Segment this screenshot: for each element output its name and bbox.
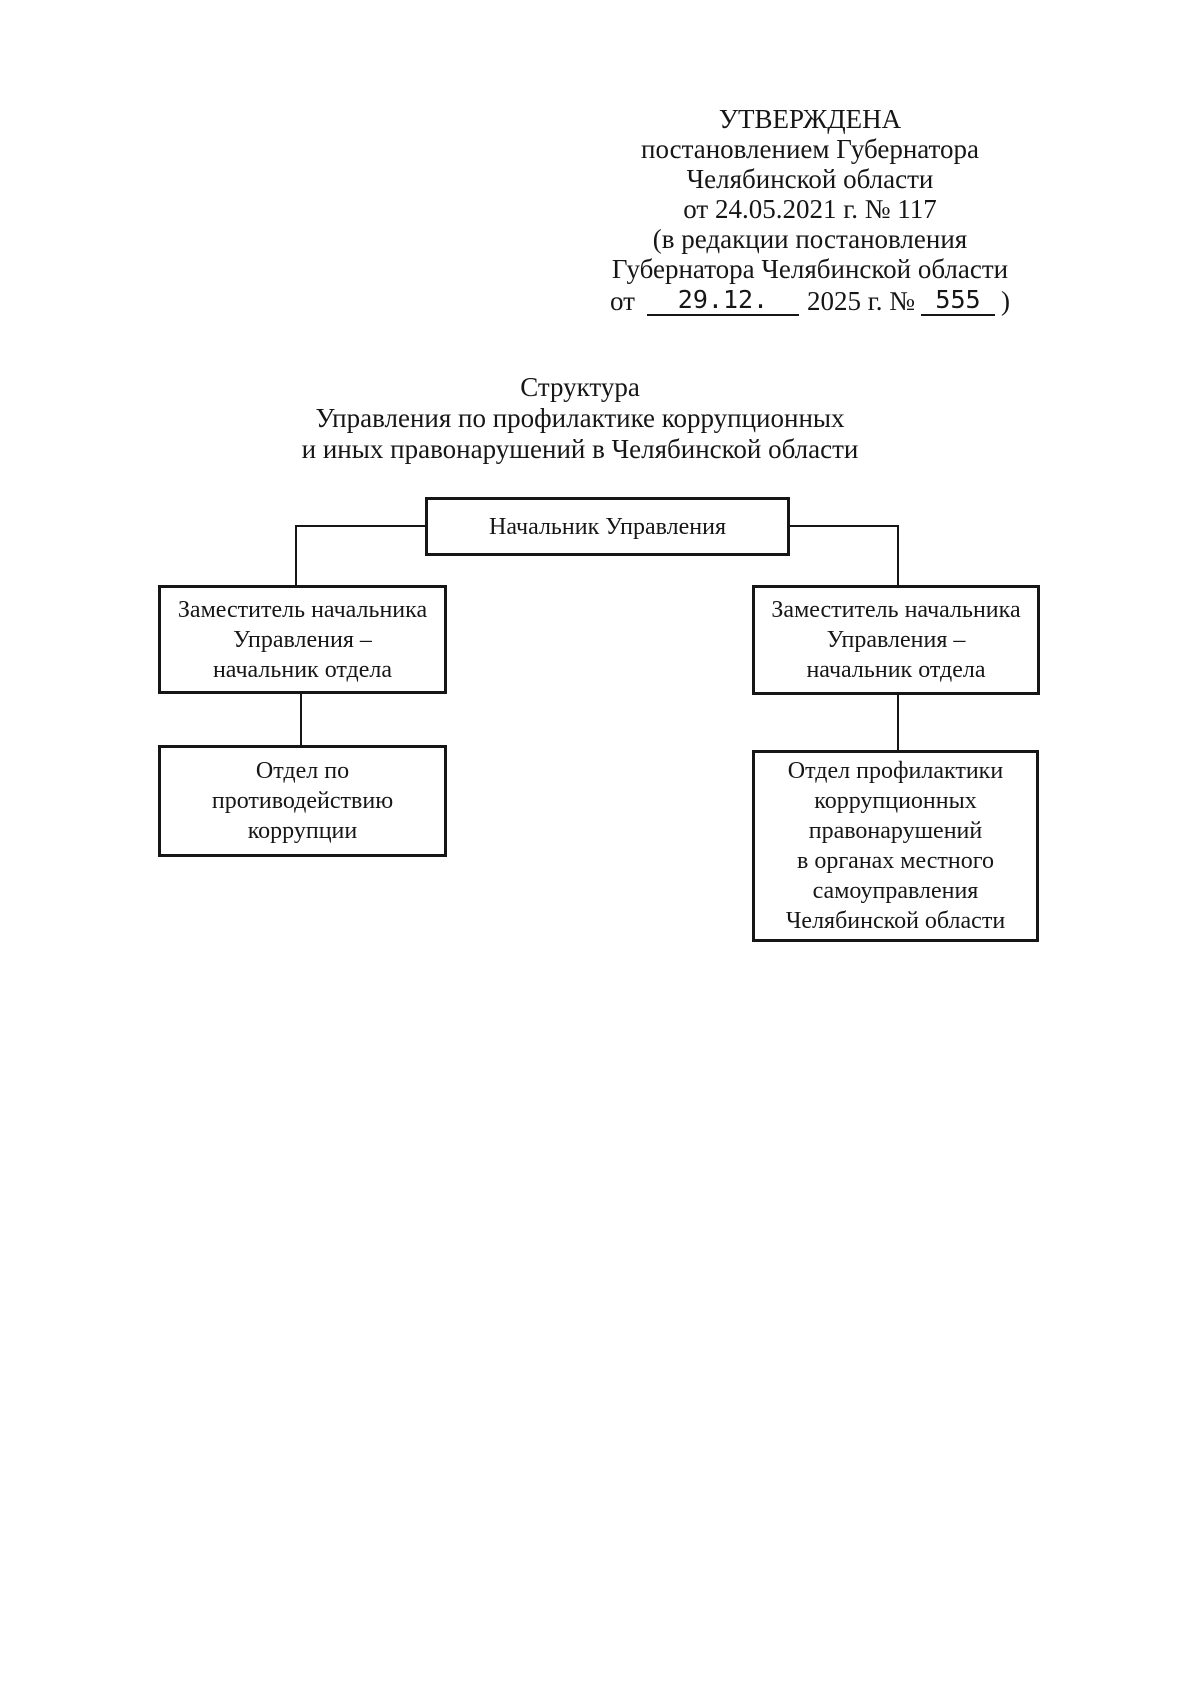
connector-right-deputy-to-dept — [897, 694, 899, 750]
document-title: Структура Управления по профилактике кор… — [240, 372, 920, 465]
title-line-region: и иных правонарушений в Челябинской обла… — [301, 434, 859, 464]
connector-head-to-right-horizontal — [789, 525, 898, 527]
approval-line-approved: УТВЕРЖДЕНА — [718, 104, 902, 134]
approval-line-as-amended: (в редакции постановления — [652, 224, 968, 254]
amendment-date-fill-in: 29.12. — [646, 286, 799, 316]
connector-left-deputy-to-dept — [300, 693, 302, 745]
approval-line-resolution: постановлением Губернатора — [641, 134, 979, 164]
approval-line-original-date-number: от 24.05.2021 г. № 117 — [683, 194, 937, 224]
title-line-structure: Структура — [520, 372, 640, 402]
connector-head-to-left-vertical — [295, 525, 297, 585]
title-line-department: Управления по профилактике коррупционных — [315, 403, 845, 433]
org-box-deputy-left: Заместитель начальника Управления – нача… — [158, 585, 447, 694]
org-box-prevention-dept: Отдел профилактики коррупционных правона… — [752, 750, 1039, 942]
connector-head-to-right-vertical — [897, 525, 899, 585]
approval-block: УТВЕРЖДЕНА постановлением Губернатора Че… — [598, 104, 1022, 316]
connector-head-to-left-horizontal — [296, 525, 426, 527]
org-box-deputy-right: Заместитель начальника Управления – нача… — [752, 585, 1040, 695]
amendment-number-fill-in: 555 — [921, 286, 995, 316]
amendment-middle: 2025 г. № — [806, 286, 915, 316]
amendment-closing-paren: ) — [1001, 286, 1010, 316]
approval-line-governor-region: Губернатора Челябинской области — [611, 254, 1009, 284]
org-box-anticorruption-dept: Отдел по противодействию коррупции — [158, 745, 447, 857]
org-box-head-of-department: Начальник Управления — [425, 497, 790, 556]
amendment-prefix: от — [610, 286, 635, 316]
approval-line-region: Челябинской области — [686, 164, 934, 194]
approval-amendment-line: от 29.12. 2025 г. № 555 ) — [598, 286, 1022, 316]
